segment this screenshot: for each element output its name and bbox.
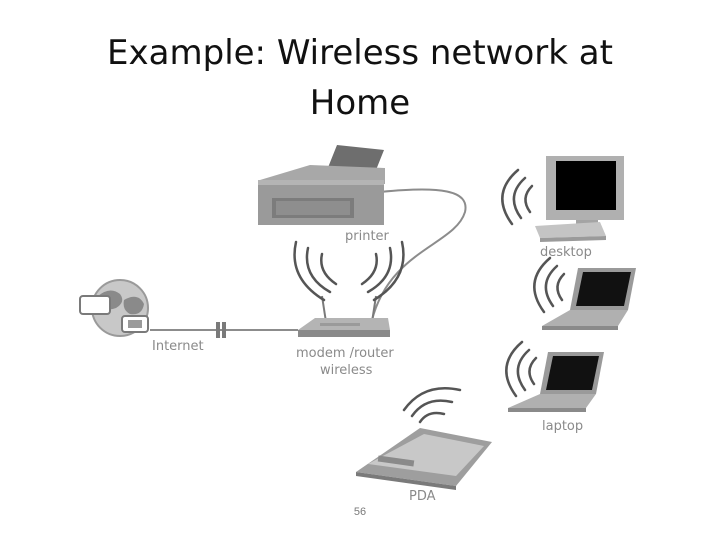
globe-icon [79,279,149,337]
router-label-line2: wireless [320,363,373,378]
printer-cable [371,188,467,321]
desktop-label: desktop [540,245,592,260]
pda-label: PDA [409,489,436,504]
pda-icon [356,428,492,490]
slide-title: Example: Wireless network at Home [60,28,660,128]
laptop-icon [508,352,604,412]
printer-icon [258,145,385,225]
slide-title-line1: Example: Wireless network at [107,33,613,73]
page-number: 56 [353,506,367,518]
slide-title-line2: Home [309,83,411,123]
cable-connector [216,322,226,338]
laptop-icon [542,268,636,330]
laptop-label: laptop [542,419,583,434]
desktop-icon [535,156,624,242]
wifi-signal-icon [293,168,566,424]
router-label-line1: modem /router [296,346,394,361]
printer-label: printer [345,229,390,244]
internet-label: Internet [152,339,204,354]
router-icon [298,295,390,337]
